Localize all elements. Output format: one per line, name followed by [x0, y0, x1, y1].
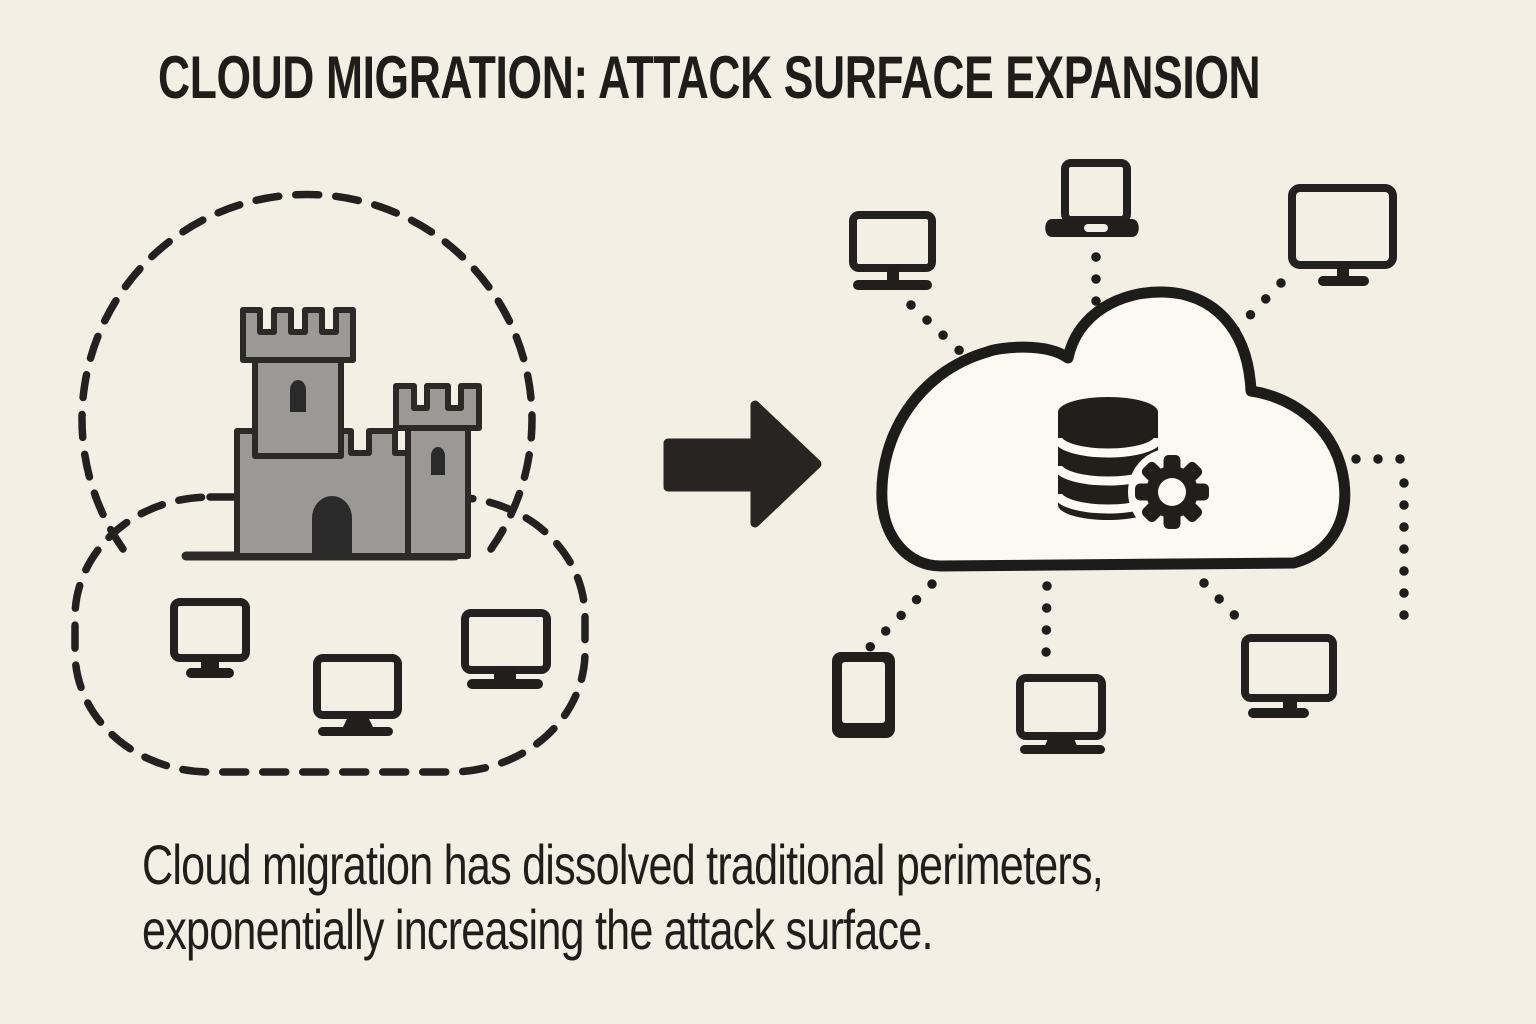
dotted-connector [1041, 581, 1052, 663]
desktop-monitor-icon [1241, 634, 1337, 718]
castle-right-window [431, 447, 445, 475]
castle-icon [181, 307, 482, 561]
castle-left-window [290, 380, 306, 412]
arrow-right-icon [663, 400, 822, 528]
castle-right-tower-cap [393, 383, 482, 431]
dotted-connector [906, 300, 966, 357]
castle-door [312, 496, 352, 556]
caption: Cloud migration has dissolved traditiona… [142, 832, 1104, 962]
laptop-icon [1045, 159, 1139, 237]
dotted-connector [1199, 578, 1248, 629]
desktop-monitor-icon [313, 654, 402, 736]
page-title: CLOUD MIGRATION: ATTACK SURFACE EXPANSIO… [158, 44, 1261, 111]
perimeter-dashed-circle [78, 190, 536, 553]
castle-right-tower-body [405, 423, 471, 559]
desktop-monitor-icon [849, 211, 936, 290]
desktop-monitor-icon [1016, 674, 1106, 754]
cloud-environment-zone [832, 159, 1409, 754]
tablet-icon [832, 652, 895, 738]
desktop-monitor-icon [1288, 184, 1397, 286]
gear-icon [1128, 448, 1216, 536]
traditional-perimeter-zone [71, 190, 589, 776]
caption-line-2: exponentially increasing the attack surf… [142, 898, 933, 961]
caption-line-1: Cloud migration has dissolved traditiona… [142, 833, 1104, 896]
desktop-monitor-icon [461, 609, 551, 689]
desktop-monitor-icon [170, 598, 250, 678]
dotted-connector [864, 579, 937, 653]
castle-left-tower-cap [240, 307, 356, 363]
dotted-connector [1227, 278, 1286, 339]
